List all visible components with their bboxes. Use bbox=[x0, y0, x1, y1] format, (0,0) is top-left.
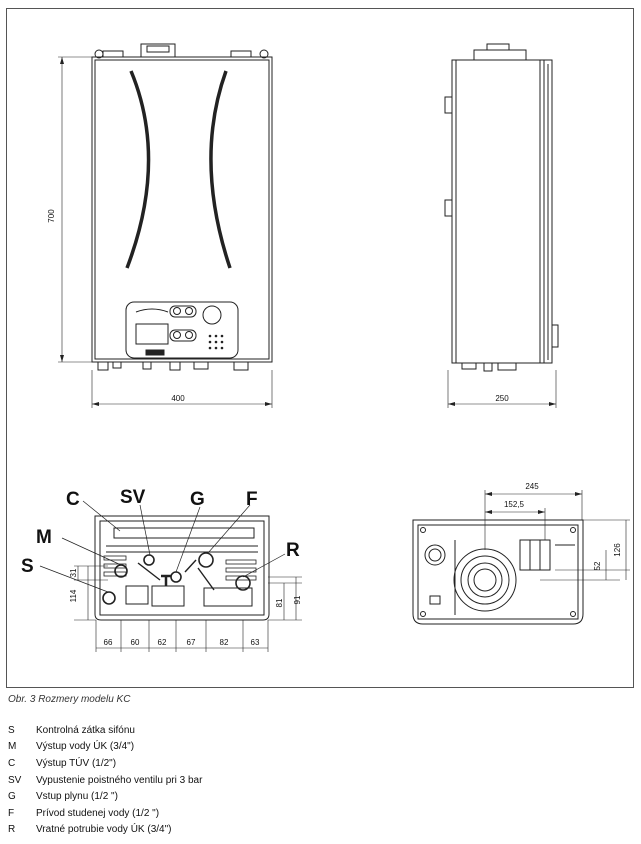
legend-text: Prívod studenej vody (1/2 ") bbox=[36, 807, 160, 819]
legend-code: G bbox=[8, 791, 16, 803]
legend-item: R Vratné potrubie vody ÚK (3/4") bbox=[8, 822, 202, 839]
dim-91: 91 bbox=[293, 595, 302, 604]
legend-item: G Vstup plynu (1/2 ") bbox=[8, 788, 202, 805]
front-width-dim: 400 bbox=[171, 394, 185, 403]
bottom-view bbox=[39, 500, 302, 652]
legend-code: M bbox=[8, 741, 17, 753]
dim-63: 63 bbox=[251, 638, 260, 647]
legend-text: Vstup plynu (1/2 ") bbox=[36, 791, 118, 803]
dim-66: 66 bbox=[104, 638, 113, 647]
legend-item: S Kontrolná zátka sifónu bbox=[8, 722, 202, 739]
dim-31: 31 bbox=[69, 568, 78, 577]
legend: S Kontrolná zátka sifónu M Výstup vody ÚK … bbox=[8, 722, 202, 838]
dim-67: 67 bbox=[187, 638, 196, 647]
legend-code: R bbox=[8, 824, 16, 836]
dim-126: 126 bbox=[613, 543, 622, 557]
figure-caption: Obr. 3 Rozmery modelu KC bbox=[8, 694, 131, 705]
side-depth-dim: 250 bbox=[495, 394, 509, 403]
dim-245: 245 bbox=[525, 482, 539, 491]
label-f: F bbox=[246, 489, 258, 510]
legend-text: Vypustenie poistného ventilu pri 3 bar bbox=[36, 774, 203, 786]
dim-82: 82 bbox=[220, 638, 229, 647]
label-sv: SV bbox=[120, 487, 146, 508]
dim-60: 60 bbox=[131, 638, 140, 647]
legend-text: Výstup vody ÚK (3/4") bbox=[36, 741, 135, 753]
legend-item: M Výstup vody ÚK (3/4") bbox=[8, 739, 202, 756]
dim-62: 62 bbox=[158, 638, 167, 647]
legend-text: Kontrolná zátka sifónu bbox=[36, 724, 135, 736]
legend-text: Vratné potrubie vody ÚK (3/4") bbox=[36, 824, 172, 836]
side-view bbox=[444, 43, 559, 408]
label-r: R bbox=[286, 540, 300, 561]
legend-item: F Prívod studenej vody (1/2 ") bbox=[8, 805, 202, 822]
front-view bbox=[58, 43, 273, 408]
legend-code: S bbox=[8, 724, 15, 736]
legend-code: C bbox=[8, 757, 16, 769]
legend-text: Výstup TÚV (1/2") bbox=[36, 757, 117, 769]
label-c: C bbox=[66, 489, 80, 510]
front-height-dim: 700 bbox=[47, 209, 56, 223]
dim-81: 81 bbox=[275, 598, 284, 607]
label-s: S bbox=[21, 556, 34, 577]
figure-frame bbox=[6, 8, 634, 688]
top-view bbox=[412, 490, 630, 625]
legend-code: F bbox=[8, 807, 15, 819]
label-g: G bbox=[190, 489, 205, 510]
legend-code: SV bbox=[8, 774, 22, 786]
legend-item: SV Vypustenie poistného ventilu pri 3 bar bbox=[8, 772, 202, 789]
legend-item: C Výstup TÚV (1/2") bbox=[8, 755, 202, 772]
label-m: M bbox=[36, 527, 52, 548]
dim-52: 52 bbox=[593, 561, 602, 570]
dim-152-5: 152,5 bbox=[504, 500, 525, 509]
dim-114: 114 bbox=[69, 589, 78, 602]
